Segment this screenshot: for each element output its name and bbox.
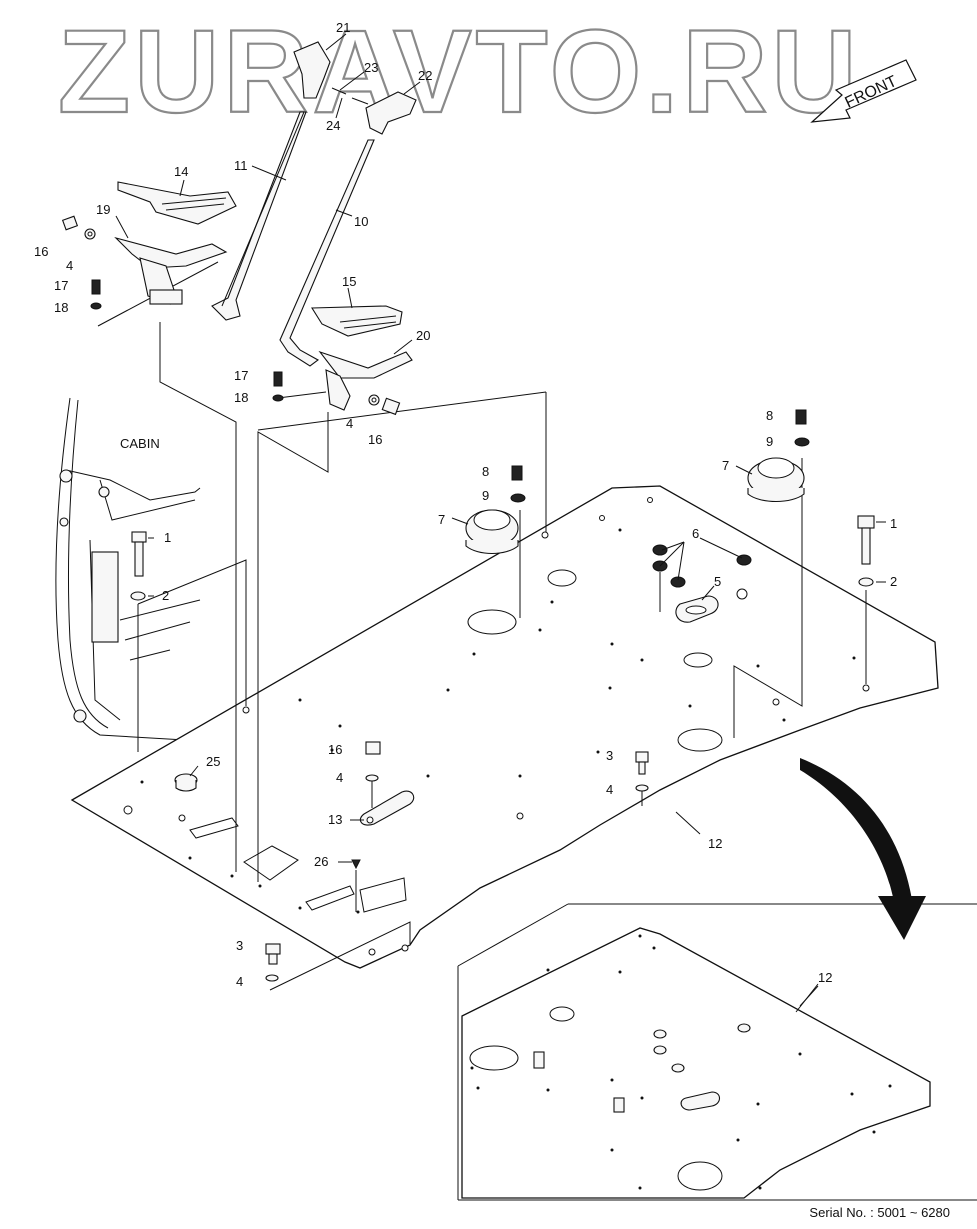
callout-1-right: 1 bbox=[890, 516, 897, 531]
callout-25: 25 bbox=[206, 754, 220, 769]
callout-16-left: 16 bbox=[34, 244, 48, 259]
watermark-text: ZURAVTO.RU bbox=[58, 6, 861, 138]
detail-inset bbox=[457, 903, 977, 1201]
callout-4-floor: 4 bbox=[336, 770, 343, 785]
bolt-16-right bbox=[368, 394, 401, 416]
callout-4-left: 4 bbox=[66, 258, 73, 273]
callout-2-left: 2 bbox=[162, 588, 169, 603]
callout-7-right: 7 bbox=[722, 458, 729, 473]
grommets-6 bbox=[652, 544, 752, 588]
bolt-17-18-right bbox=[272, 371, 284, 402]
serial-number: Serial No. : 5001 ~ 6280 bbox=[809, 1205, 950, 1220]
cabin-frame: CABIN bbox=[55, 397, 201, 741]
callout-22: 22 bbox=[418, 68, 432, 83]
callout-8-right: 8 bbox=[766, 408, 773, 423]
callout-leaders bbox=[115, 33, 886, 1007]
callout-5: 5 bbox=[714, 574, 721, 589]
callout-7-center: 7 bbox=[438, 512, 445, 527]
callout-24: 24 bbox=[326, 118, 340, 133]
callout-19: 19 bbox=[96, 202, 110, 217]
bolt-1-right bbox=[857, 515, 875, 587]
knob-21 bbox=[293, 41, 331, 99]
pedal-15 bbox=[311, 305, 403, 337]
callout-15: 15 bbox=[342, 274, 356, 289]
detail-arrow bbox=[800, 758, 926, 940]
callout-6: 6 bbox=[692, 526, 699, 541]
screw-26 bbox=[351, 859, 361, 870]
cover-5 bbox=[675, 595, 719, 623]
callout-12-detail: 12 bbox=[818, 970, 832, 985]
callout-13: 13 bbox=[328, 812, 342, 827]
leader-lines bbox=[97, 261, 867, 991]
callout-4-right: 4 bbox=[346, 416, 353, 431]
callout-2-right: 2 bbox=[890, 574, 897, 589]
pedal-14 bbox=[117, 181, 237, 225]
bolt-17-18-left bbox=[90, 279, 102, 310]
callout-14: 14 bbox=[174, 164, 188, 179]
mount-7-center bbox=[465, 465, 526, 555]
lever-10 bbox=[279, 139, 375, 367]
mount-7-right bbox=[747, 409, 810, 503]
callout-8-center: 8 bbox=[482, 464, 489, 479]
callout-labels: 21 22 23 24 11 14 10 19 16 4 17 18 15 20… bbox=[34, 20, 897, 989]
callout-18-left: 18 bbox=[54, 300, 68, 315]
callout-23: 23 bbox=[364, 60, 378, 75]
floor-plate-12 bbox=[70, 485, 939, 969]
callout-17-left: 17 bbox=[54, 278, 68, 293]
bolt-3-right bbox=[635, 751, 649, 792]
callout-4-right-floor: 4 bbox=[606, 782, 613, 797]
callout-3-bottom: 3 bbox=[236, 938, 243, 953]
knob-22 bbox=[365, 91, 417, 135]
callout-3-right: 3 bbox=[606, 748, 613, 763]
bracket-19 bbox=[114, 236, 228, 305]
bolt-1-left bbox=[130, 531, 147, 601]
callout-11: 11 bbox=[234, 158, 248, 173]
plug-25 bbox=[174, 773, 198, 792]
callout-21: 21 bbox=[336, 20, 350, 35]
callout-4-bottom: 4 bbox=[236, 974, 243, 989]
callout-9-right: 9 bbox=[766, 434, 773, 449]
bolt-16-floor bbox=[365, 741, 381, 782]
callout-12-main: 12 bbox=[708, 836, 722, 851]
callout-16-right: 16 bbox=[368, 432, 382, 447]
callout-16-floor: 16 bbox=[328, 742, 342, 757]
lever-11 bbox=[211, 111, 307, 321]
callout-1-left: 1 bbox=[164, 530, 171, 545]
callout-20: 20 bbox=[416, 328, 430, 343]
callout-9-center: 9 bbox=[482, 488, 489, 503]
bracket-20 bbox=[318, 350, 413, 411]
bolt-16-left bbox=[61, 215, 96, 240]
bolts-23-24 bbox=[331, 87, 369, 105]
callout-10: 10 bbox=[354, 214, 368, 229]
bolt-3-bottom bbox=[265, 943, 281, 982]
callout-18-right: 18 bbox=[234, 390, 248, 405]
callout-26: 26 bbox=[314, 854, 328, 869]
callout-17-right: 17 bbox=[234, 368, 248, 383]
cabin-label: CABIN bbox=[120, 436, 160, 451]
